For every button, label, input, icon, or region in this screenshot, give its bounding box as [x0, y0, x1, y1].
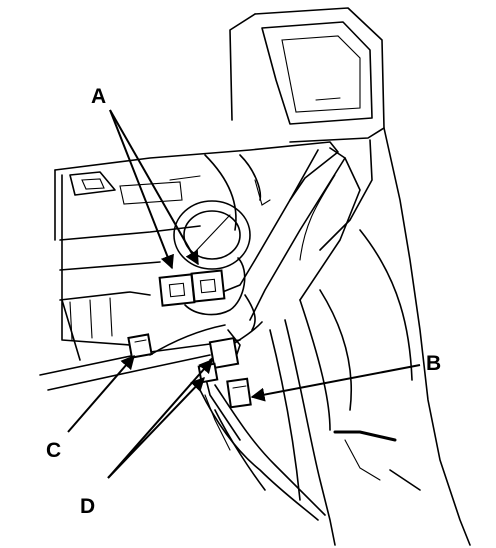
leader-d-1 — [107, 358, 213, 479]
connector-b — [226, 377, 252, 409]
leader-lines — [67, 109, 421, 479]
body-panel-drawing — [214, 127, 471, 546]
connector-c — [127, 333, 153, 359]
pillar-trim-drawing — [229, 7, 385, 143]
callout-a: A — [91, 85, 106, 108]
connector-a-left — [158, 273, 196, 307]
leader-c — [67, 354, 135, 433]
leader-b — [250, 364, 421, 402]
leader-a-1 — [109, 109, 174, 270]
callout-c: C — [46, 439, 61, 462]
wire-harness-drawing — [149, 147, 361, 521]
leader-a-2 — [109, 109, 199, 266]
connector-d-upper — [208, 336, 240, 370]
callout-d: D — [80, 495, 95, 518]
connector-a-right — [190, 269, 226, 303]
callout-b: B — [426, 352, 441, 375]
leader-d-2 — [107, 376, 205, 479]
